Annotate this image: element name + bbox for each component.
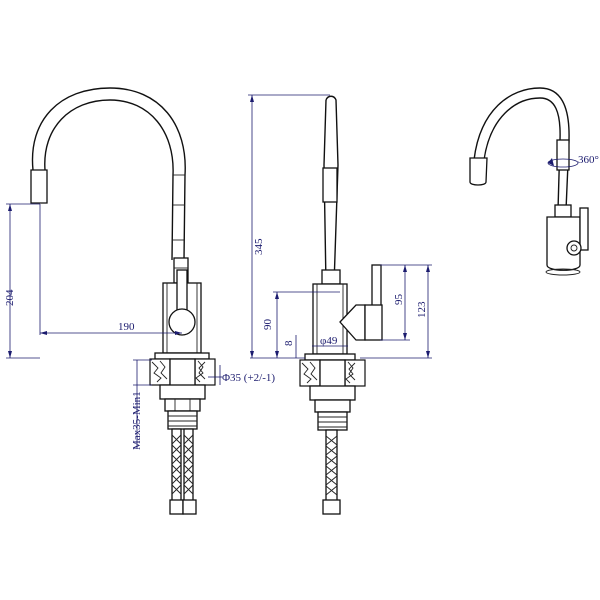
- dim-123-label: 123: [416, 301, 428, 318]
- iso-neck: [554, 204, 572, 218]
- rotation-label: 360°: [578, 154, 599, 166]
- dim-base-dia-label: Φ35 (+2/-1): [222, 372, 275, 384]
- dim-190-label: 190: [118, 321, 135, 333]
- dim-8-label: 8: [283, 340, 295, 346]
- front-thread: [167, 410, 198, 430]
- front-nut: [164, 398, 201, 412]
- dim-345-label: 345: [253, 238, 265, 255]
- side-spout-left: [323, 99, 327, 286]
- side-spout-right: [325, 95, 339, 286]
- iso-lever: [579, 207, 589, 251]
- dim-max35-label: Max35-Min1: [131, 391, 143, 450]
- iso-spout-inner: [483, 97, 561, 211]
- side-counter-right: [344, 359, 366, 387]
- iso-nozzle: [469, 157, 488, 186]
- iso-sleeve: [556, 139, 570, 171]
- front-lever: [176, 269, 188, 313]
- dim-90-label: 90: [262, 319, 274, 331]
- front-hose-end-right: [182, 499, 197, 515]
- front-shank: [169, 358, 196, 390]
- iso-spout-outer: [473, 87, 570, 211]
- iso-view: 360°: [469, 87, 599, 276]
- side-nut: [314, 399, 351, 413]
- side-neck: [321, 269, 341, 285]
- front-counter-right: [194, 358, 216, 386]
- iso-lever-knob: [566, 240, 582, 256]
- front-hose-right: [183, 428, 194, 508]
- front-hose-end-left: [169, 499, 184, 515]
- dim-49-label: φ49: [320, 335, 338, 347]
- side-handle-base: [364, 304, 383, 341]
- front-spout-outer: [31, 87, 186, 261]
- front-fix-plate: [159, 384, 206, 400]
- front-base-plate: [154, 352, 210, 360]
- dim-204-label: 204: [4, 289, 16, 306]
- dim-95-label: 95: [393, 294, 405, 306]
- side-sleeve: [322, 167, 338, 203]
- front-nozzle: [30, 169, 48, 204]
- front-lever-knob: [168, 308, 196, 336]
- side-hose-end: [322, 499, 341, 515]
- front-hose-left: [171, 428, 182, 508]
- side-fix-plate: [309, 385, 356, 401]
- side-view: 345 90 8 φ49 95 123: [248, 94, 432, 515]
- side-base-plate: [304, 353, 356, 361]
- front-spout-inner: [44, 99, 174, 261]
- front-view: 204 190 Φ35 (+2/-1) Max35-Min1: [4, 87, 275, 515]
- iso-body: [546, 216, 581, 271]
- side-hose: [325, 429, 338, 509]
